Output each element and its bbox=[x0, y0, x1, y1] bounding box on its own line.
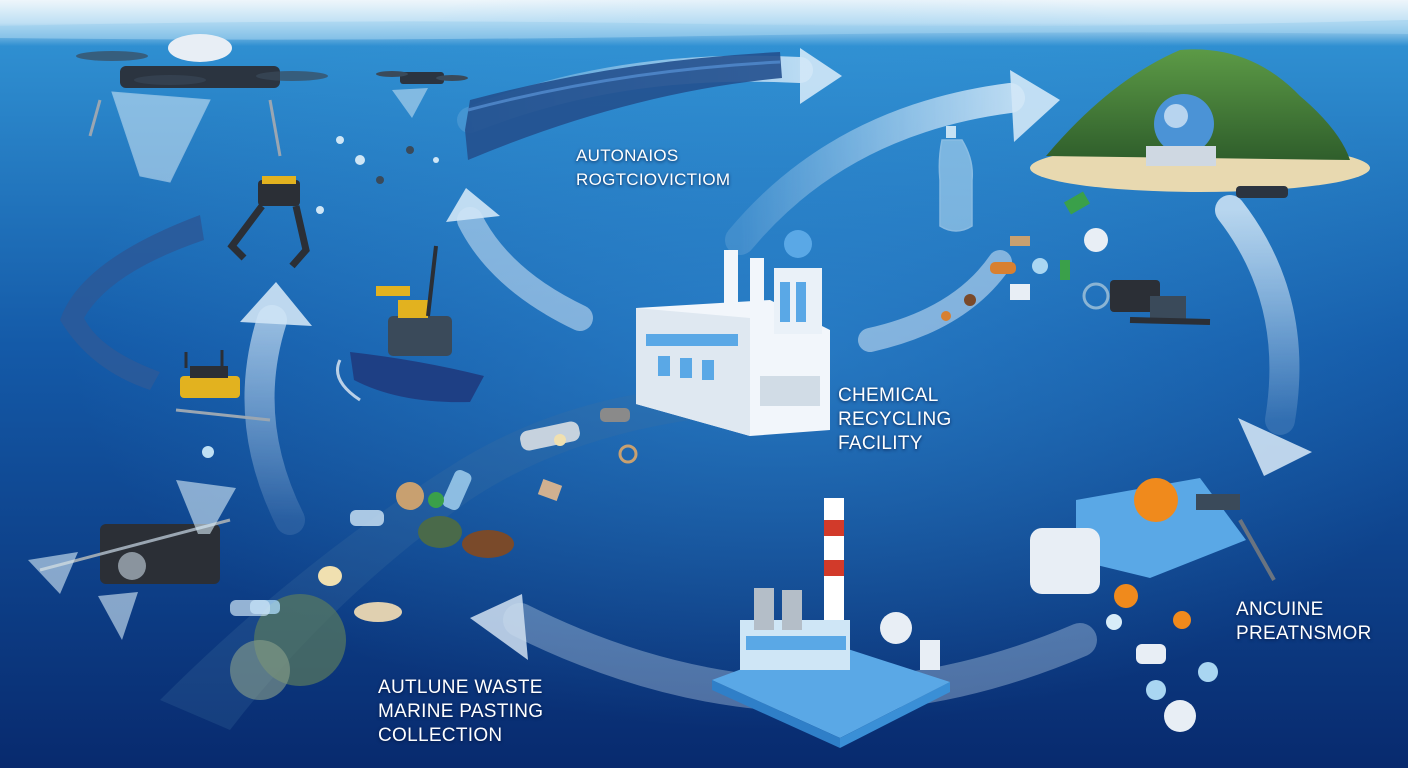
robotic-claw-icon bbox=[227, 176, 310, 269]
recycling-factory-icon bbox=[636, 230, 830, 436]
net-collector-robot-icon bbox=[28, 480, 236, 640]
small-drone-icon bbox=[376, 71, 468, 118]
boom-barrier-icon bbox=[60, 215, 204, 390]
ancuine-label-line1: ANCUINE bbox=[1236, 599, 1324, 620]
island-facility-icon bbox=[1030, 49, 1370, 198]
collection-label-line2: MARINE PASTING bbox=[378, 701, 544, 722]
processing-plant-icon bbox=[712, 498, 950, 748]
floating-robot-icon bbox=[175, 350, 271, 458]
chemical-recycling-label: CHEMICAL RECYCLING FACILITY bbox=[838, 384, 952, 456]
product-bundle-icon bbox=[1030, 478, 1276, 732]
ancuine-label-line2: PREATNSMOR bbox=[1236, 623, 1372, 644]
chemical-label-line2: RECYCLING bbox=[838, 409, 952, 430]
waste-pile-icon bbox=[941, 191, 1108, 321]
drone-net-icon bbox=[76, 34, 328, 183]
sea-surface bbox=[0, 20, 1408, 40]
collection-label-line3: COLLECTION bbox=[378, 725, 503, 746]
underwater-machine-icon bbox=[1082, 280, 1211, 325]
chemical-label-line3: FACILITY bbox=[838, 433, 923, 454]
boom-barrier-icon bbox=[465, 52, 782, 160]
ancuine-label: ANCUINE PREATNSMOR bbox=[1236, 598, 1372, 646]
autonomous-label: AUTONAIOS ROGTCIOVICTIOM bbox=[576, 144, 730, 192]
plastic-bottle-icon bbox=[938, 126, 974, 232]
collection-label-line1: AUTLUNE WASTE bbox=[378, 677, 543, 698]
autonomous-label-line1: AUTONAIOS bbox=[576, 146, 679, 165]
collection-label: AUTLUNE WASTE MARINE PASTING COLLECTION bbox=[378, 676, 543, 748]
chemical-label-line1: CHEMICAL bbox=[838, 385, 939, 406]
waste-pile-icon bbox=[160, 136, 690, 730]
autonomous-boat-icon bbox=[336, 245, 484, 403]
autonomous-label-line2: ROGTCIOVICTIOM bbox=[576, 170, 731, 189]
